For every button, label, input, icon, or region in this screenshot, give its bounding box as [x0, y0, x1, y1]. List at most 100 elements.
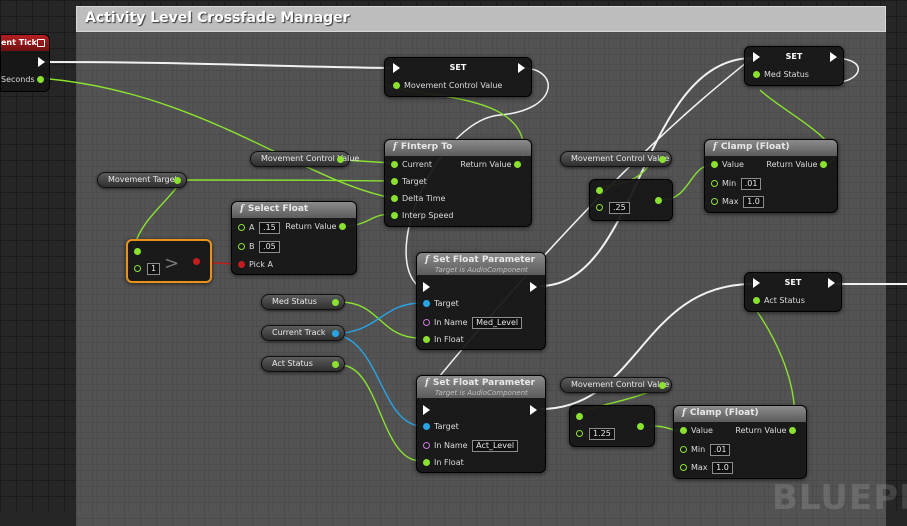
function-icon: f [425, 378, 429, 388]
target-pin[interactable]: Target [423, 422, 459, 431]
min-value-field[interactable]: .01 [740, 178, 762, 190]
event-exec-out[interactable] [38, 57, 45, 67]
getter-movement-control-value-1[interactable]: Movement Control Value [250, 151, 359, 167]
exec-wire [835, 57, 859, 83]
getter-movement-control-value-3[interactable]: Movement Control Value [560, 377, 672, 393]
movement-control-value-pin[interactable]: Movement Control Value [393, 81, 502, 90]
b-pin[interactable]: B .05 [238, 241, 280, 253]
in-name-pin[interactable]: In Name Act_Level [423, 440, 519, 452]
target-pin[interactable]: Target [423, 299, 459, 308]
float-pin-icon [753, 71, 760, 78]
float-pin-icon [711, 180, 718, 187]
in-float-pin[interactable]: In Float [423, 335, 464, 344]
act-status-pin[interactable]: Act Status [753, 296, 805, 305]
set-title: SET [784, 278, 802, 287]
return-value-pin[interactable]: Return Value [766, 160, 831, 169]
float-pin-icon [655, 197, 662, 204]
max-value-field[interactable]: 1.0 [712, 462, 733, 474]
min-pin[interactable]: Min .01 [680, 444, 731, 456]
exec-out-pin[interactable] [530, 405, 537, 415]
target-pin[interactable]: Target [391, 177, 427, 186]
in-float-pin[interactable]: In Float [423, 458, 464, 467]
exec-out-pin[interactable] [530, 282, 537, 292]
input-pin-b[interactable]: 1 [134, 263, 161, 275]
getter-med-status[interactable]: Med Status [261, 294, 345, 310]
a-value-field[interactable]: .15 [259, 222, 280, 234]
interp-speed-pin[interactable]: Interp Speed [391, 211, 453, 220]
input-pin-b[interactable]: 1.25 [576, 428, 615, 440]
return-value-pin[interactable]: Return Value [285, 222, 350, 231]
output-pin[interactable] [637, 422, 648, 431]
event-tick-node[interactable]: ent Tick Seconds [0, 34, 50, 92]
max-pin[interactable]: Max 1.0 [680, 462, 733, 474]
in-name-field[interactable]: Med_Level [472, 317, 523, 329]
float-pin-icon [238, 243, 245, 250]
bool-out-pin[interactable] [193, 257, 204, 266]
value-pin[interactable]: Value [711, 160, 744, 169]
input-pin-b[interactable]: .25 [596, 202, 630, 214]
float-wire [37, 77, 393, 199]
exec-out-pin[interactable] [518, 63, 525, 73]
max-value-field[interactable]: 1.0 [743, 196, 764, 208]
exec-in-pin[interactable] [753, 278, 760, 288]
set-movement-control-node[interactable]: SET Movement Control Value [384, 57, 532, 97]
float-pin-icon [680, 446, 687, 453]
return-value-pin[interactable]: Return Value [735, 426, 800, 435]
getter-movement-target[interactable]: Movement Target [97, 172, 187, 188]
max-pin[interactable]: Max 1.0 [711, 196, 764, 208]
in-name-pin[interactable]: In Name Med_Level [423, 317, 523, 329]
exec-out-pin[interactable] [828, 278, 835, 288]
comment-title: Activity Level Crossfade Manager [85, 10, 350, 26]
float-wire [339, 301, 421, 339]
set-act-status-node[interactable]: SET Act Status [744, 272, 842, 312]
output-pin[interactable] [655, 196, 666, 205]
return-value-pin[interactable]: Return Value [460, 160, 525, 169]
float-pin-icon [659, 156, 666, 163]
min-value-field[interactable]: .01 [709, 444, 731, 456]
exec-in-pin[interactable] [423, 282, 430, 292]
compare-value-field[interactable]: 1 [147, 263, 161, 275]
object-pin-icon [423, 423, 430, 430]
float-pin-icon [711, 198, 718, 205]
float-pin-icon [789, 427, 796, 434]
comment-title-bar[interactable]: Activity Level Crossfade Manager [76, 6, 886, 32]
multiply-value-field[interactable]: 1.25 [589, 428, 615, 440]
exec-in-pin[interactable] [753, 52, 760, 62]
compare-node[interactable]: 1 > [126, 239, 212, 283]
set-med-status-node[interactable]: SET Med Status [744, 46, 844, 86]
in-name-field[interactable]: Act_Level [472, 440, 519, 452]
multiply-node-1[interactable]: .25 [589, 179, 673, 221]
getter-current-track[interactable]: Current Track [261, 325, 345, 341]
getter-movement-control-value-2[interactable]: Movement Control Value [560, 151, 672, 167]
exec-in-pin[interactable] [423, 405, 430, 415]
function-icon: f [393, 142, 397, 152]
input-pin-a[interactable] [576, 412, 587, 421]
med-status-pin[interactable]: Med Status [753, 70, 809, 79]
min-pin[interactable]: Min .01 [711, 178, 762, 190]
b-value-field[interactable]: .05 [259, 241, 280, 253]
input-pin-a[interactable] [596, 186, 607, 195]
input-pin-a[interactable] [134, 247, 145, 256]
a-pin[interactable]: A .15 [238, 222, 280, 234]
float-pin-icon [680, 464, 687, 471]
exec-out-pin[interactable] [830, 52, 837, 62]
event-seconds-pin[interactable]: Seconds [1, 75, 48, 84]
multiply-value-field[interactable]: .25 [609, 202, 630, 214]
delta-time-pin[interactable]: Delta Time [391, 194, 445, 203]
pick-a-pin[interactable]: Pick A [238, 260, 273, 269]
getter-act-status[interactable]: Act Status [261, 356, 345, 372]
value-pin[interactable]: Value [680, 426, 713, 435]
multiply-node-2[interactable]: 1.25 [569, 405, 655, 447]
exec-wire [405, 67, 549, 287]
current-pin[interactable]: Current [391, 160, 432, 169]
function-icon: f [425, 255, 429, 265]
exec-in-pin[interactable] [393, 63, 400, 73]
